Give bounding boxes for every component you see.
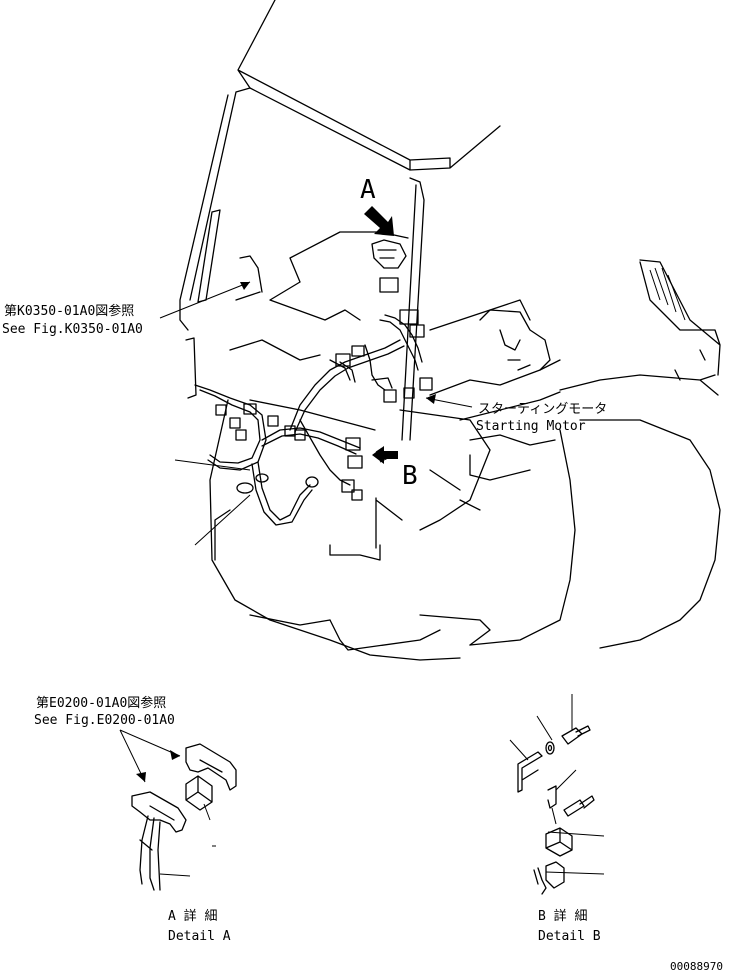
detail-b-bolt-lower [563,795,595,817]
drawing-number: 00088970 [670,960,723,973]
ref-e0200-en: See Fig.E0200-01A0 [34,713,175,728]
detail-a-wires [139,815,161,891]
engine-housing [229,231,409,431]
detail-b-wire [533,867,547,895]
detail-b-bracket [517,751,543,793]
harness-connectors [215,239,433,501]
cab-roof [237,0,501,171]
starting-motor-jp: スターティングモータ [478,402,607,417]
callout-b-label: B [402,461,418,491]
frame-structure [429,299,561,481]
rear-panel-hatching [649,267,686,321]
windshield-frame [179,87,425,441]
arrow-a-icon [364,206,394,236]
detail-b-connector [545,861,565,889]
detail-a-caption-jp: A 詳 細 [168,908,217,924]
detail-a-leaders [119,729,181,783]
detail-a-caption-en: Detail A [168,929,231,944]
wiring-harness [194,314,423,526]
callout-a-label: A [360,175,376,205]
detail-a: 第E0200-01A0図参照 See Fig.E0200-01A0 A 詳 細 … [34,695,237,944]
ref-k0350-en: See Fig.K0350-01A0 [2,322,143,337]
detail-b-relay [545,827,573,857]
detail-b-caption-en: Detail B [538,929,601,944]
main-view: A B 第K0350-01A0図参照 See Fig.K0350-01A0 スタ… [2,0,721,661]
detail-b-leaders [509,694,605,875]
detail-b-washer [545,741,555,755]
ref-e0200-jp: 第E0200-01A0図参照 [36,695,166,711]
detail-a-connector-block [185,775,213,811]
leader-lines [159,281,473,546]
detail-a-harness-connector [131,791,187,833]
detail-b-caption-jp: B 詳 細 [538,908,587,924]
ref-k0350-jp: 第K0350-01A0図参照 [4,303,134,319]
starting-motor-en: Starting Motor [476,419,586,434]
detail-b-bolt-top [561,725,591,745]
rear-panel [559,259,721,396]
detail-b: B 詳 細 Detail B [509,694,605,944]
callout-arrows [364,206,398,464]
detail-a-cap-part [185,743,237,791]
detail-b-clip [547,785,557,809]
